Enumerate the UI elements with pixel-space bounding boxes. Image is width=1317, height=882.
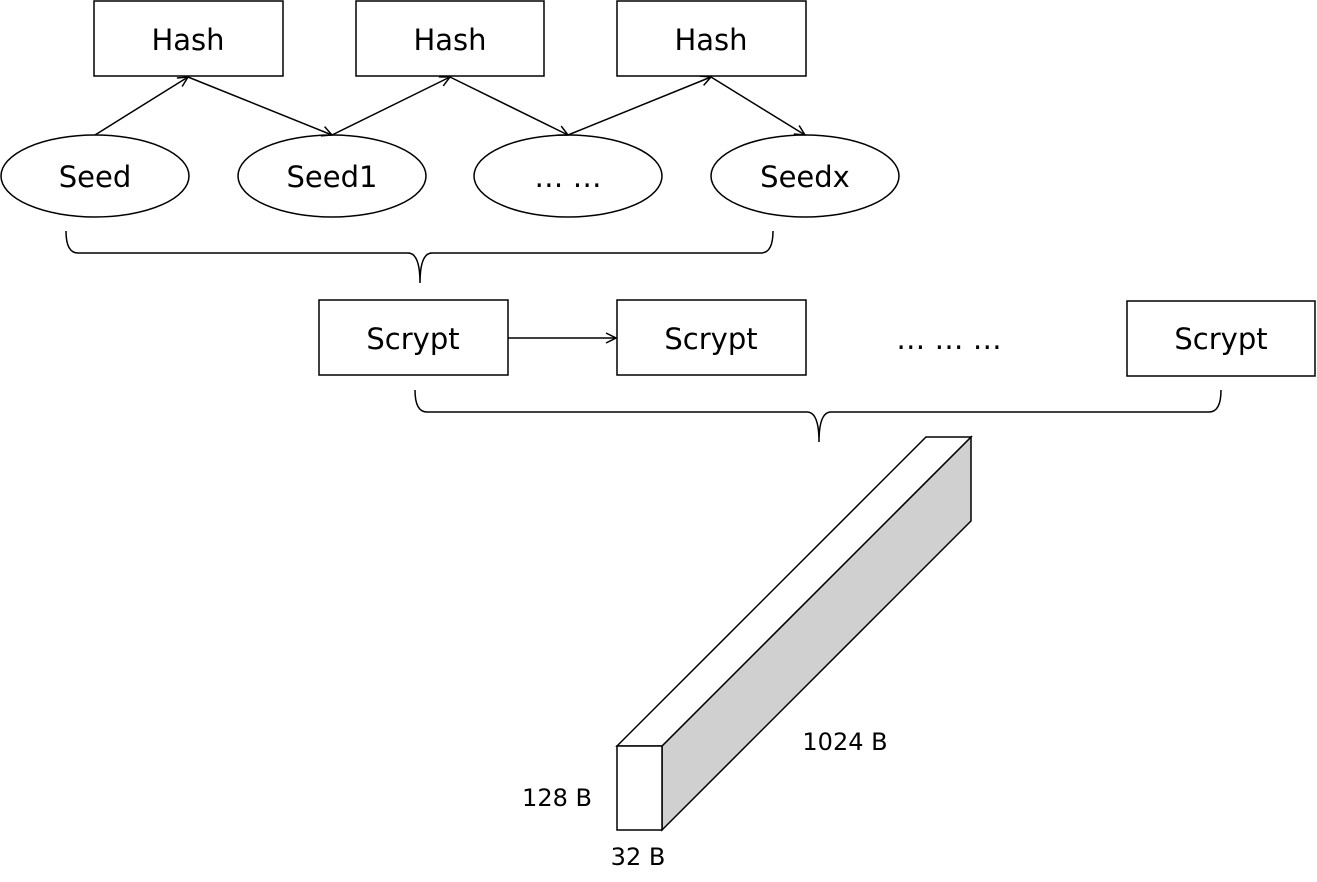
scrypt-brace [414,389,1222,443]
arrow-hash1-to-seed1 [187,76,332,135]
seed-node-0: Seed [0,134,190,218]
seed-label-1: Seed1 [287,160,378,194]
scrypt-box-1: Scrypt [318,299,509,376]
hash-box-1: Hash [93,0,284,77]
scrypt-label-3: Scrypt [1174,322,1267,356]
hash-label-1: Hash [151,23,224,57]
memory-block-front [616,745,663,831]
hash-label-2: Hash [413,23,486,57]
memory-block [615,435,973,832]
seed-node-ellipsis: … … [473,134,663,218]
scrypt-ellipsis: … … … [896,322,1001,356]
scrypt-box-3: Scrypt [1126,300,1316,377]
seed-node-1: Seed1 [237,134,427,218]
seed-label-x: Seedx [760,160,850,194]
block-height-label: 128 B [522,784,592,812]
hash-chain-arrows [94,76,805,136]
arrow-seed-ellipsis-to-hash3 [567,77,711,136]
arrow-seed-to-hash1 [94,77,188,136]
block-depth-label: 1024 B [802,728,887,756]
block-width-label: 32 B [611,843,666,871]
memory-block-side [661,435,972,832]
arrow-hash2-to-seed-ellipsis [449,76,568,135]
hash-label-3: Hash [674,23,747,57]
seed-node-x: Seedx [710,134,900,218]
hash-box-3: Hash [616,0,807,77]
memory-block-top [615,436,973,747]
scrypt-label-2: Scrypt [664,322,757,356]
seeds-brace [65,230,774,284]
arrow-seed1-to-hash2 [331,77,450,136]
arrow-hash3-to-seedx [710,76,805,135]
scrypt-label-1: Scrypt [366,322,459,356]
hash-box-2: Hash [355,0,545,77]
seed-label-0: Seed [59,160,132,194]
seed-label-ellipsis: … … [534,160,601,194]
scrypt-box-2: Scrypt [616,299,807,376]
